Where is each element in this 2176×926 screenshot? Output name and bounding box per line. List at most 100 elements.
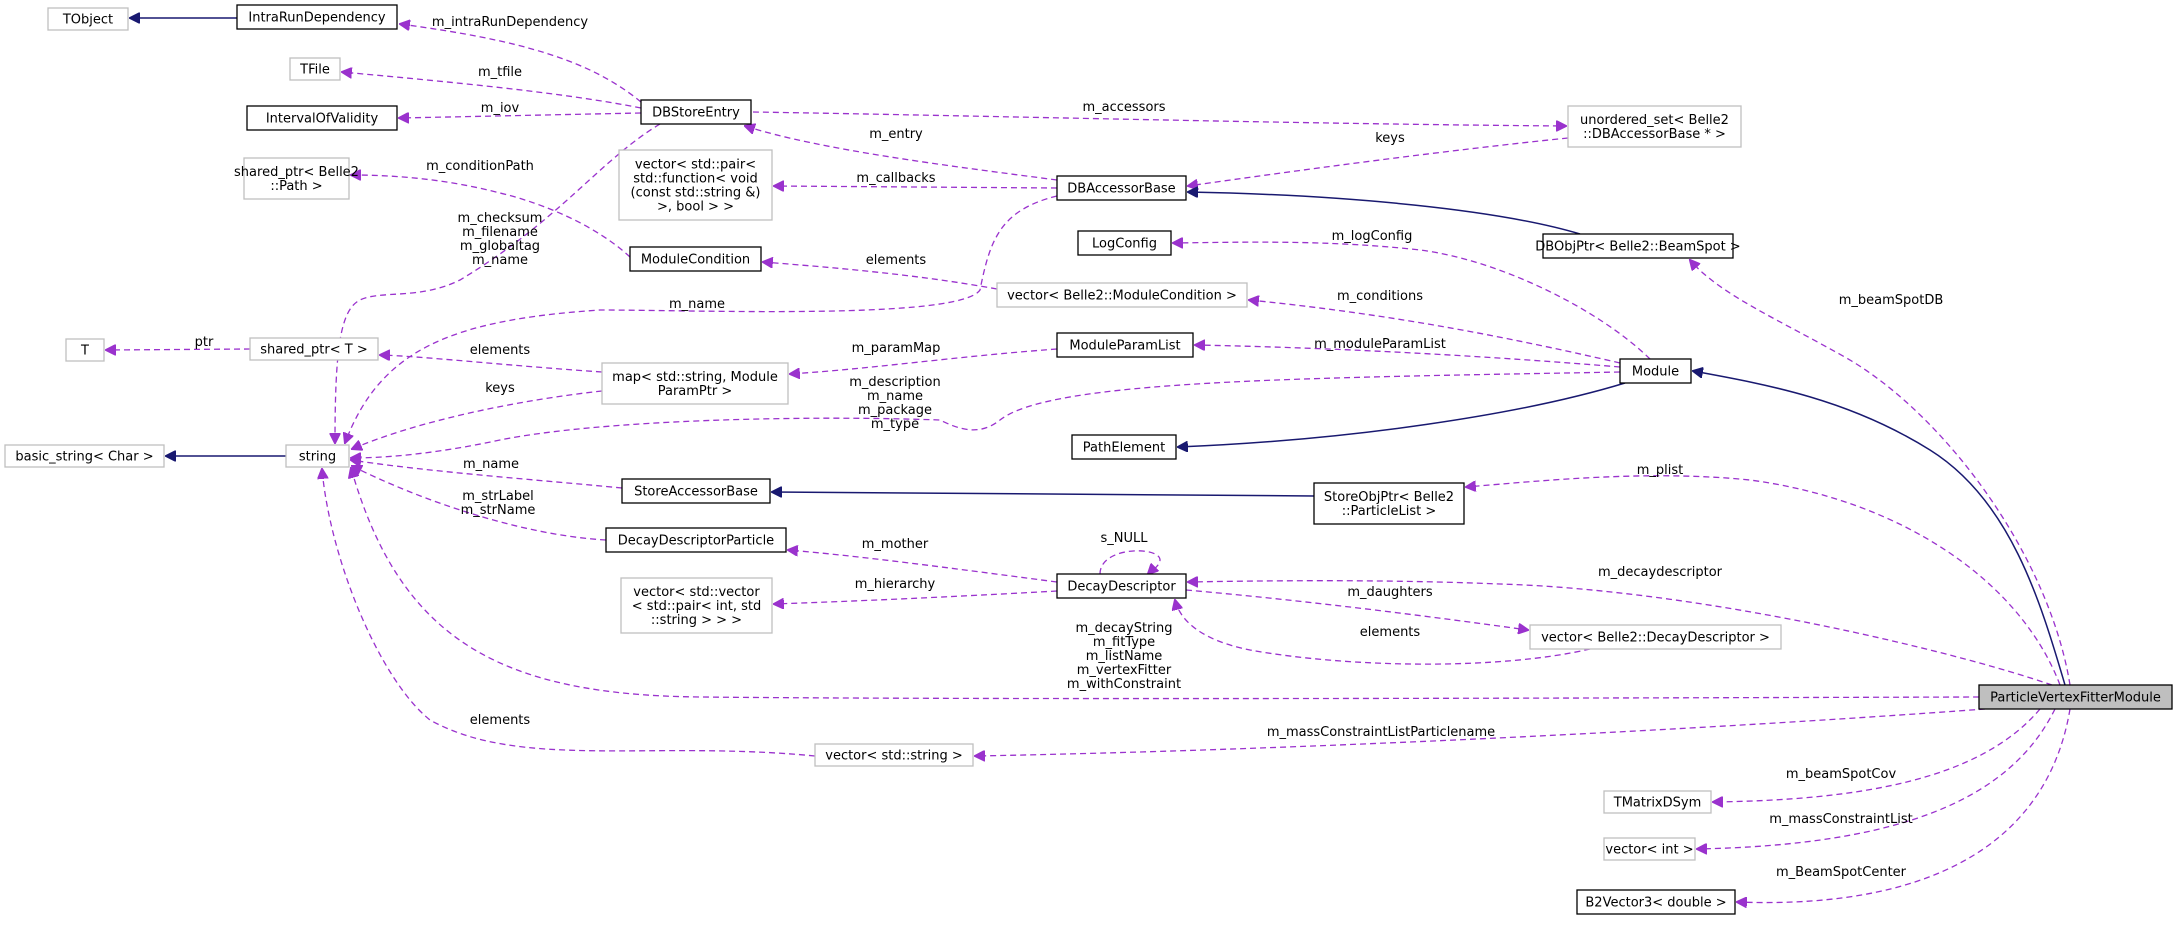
class-label: < std::pair< int, std bbox=[632, 599, 761, 614]
class-node-tobject[interactable]: TObject bbox=[47, 7, 129, 31]
edge-label: m_checksum bbox=[458, 211, 543, 226]
class-node-unordered-set[interactable]: unordered_set< Belle2::DBAccessorBase * … bbox=[1567, 105, 1742, 148]
class-box bbox=[1077, 230, 1172, 256]
edge-label: m_conditions bbox=[1337, 289, 1423, 304]
class-node-dbobjptr[interactable]: DBObjPtr< Belle2::BeamSpot > bbox=[1535, 233, 1741, 259]
class-label: DBObjPtr< Belle2::BeamSpot > bbox=[1535, 240, 1740, 255]
class-box bbox=[243, 157, 350, 200]
class-node-b2vector3[interactable]: B2Vector3< double > bbox=[1576, 889, 1736, 915]
class-label: StoreObjPtr< Belle2 bbox=[1324, 490, 1454, 505]
edge-label: m_iov bbox=[481, 101, 520, 116]
edge-e-map-string bbox=[352, 390, 603, 449]
class-node-intrarundependency[interactable]: IntraRunDependency bbox=[236, 4, 398, 30]
class-node-tfile[interactable]: TFile bbox=[289, 57, 341, 81]
class-box bbox=[1576, 889, 1736, 915]
edge-e-mod-string bbox=[351, 371, 1621, 458]
class-node-module[interactable]: Module bbox=[1619, 358, 1692, 384]
class-node-shared-ptr-t[interactable]: shared_ptr< T > bbox=[249, 337, 379, 361]
edge-label: m_entry bbox=[869, 127, 923, 142]
edge-label: keys bbox=[485, 381, 515, 396]
class-node-vector-string[interactable]: vector< std::string > bbox=[814, 743, 974, 767]
class-node-moduleparamlist[interactable]: ModuleParamList bbox=[1056, 332, 1194, 358]
edge-label: m_decayString bbox=[1075, 621, 1172, 636]
edge-label: m_strName bbox=[461, 503, 536, 518]
class-box bbox=[640, 99, 752, 125]
class-node-vector-int[interactable]: vector< int > bbox=[1603, 837, 1696, 861]
edge-e-dbstore-string bbox=[335, 123, 661, 443]
class-node-basic-string[interactable]: basic_string< Char > bbox=[4, 444, 165, 468]
class-box bbox=[1056, 332, 1194, 358]
class-node-intervalofvalidity[interactable]: IntervalOfValidity bbox=[246, 105, 398, 131]
edge-e-pvf-dd bbox=[1188, 581, 2053, 686]
edge-label: m_beamSpotCov bbox=[1786, 767, 1897, 782]
class-box bbox=[1542, 233, 1734, 259]
class-label: >, bool > > bbox=[657, 200, 734, 215]
class-node-storeaccessorbase[interactable]: StoreAccessorBase bbox=[621, 478, 771, 504]
class-label: DecayDescriptorParticle bbox=[618, 534, 774, 549]
class-label: DBStoreEntry bbox=[652, 106, 740, 121]
class-label: basic_string< Char > bbox=[15, 450, 153, 465]
edge-e-mod-pathelement bbox=[1178, 382, 1626, 447]
class-node-vector-decaydescriptor[interactable]: vector< Belle2::DecayDescriptor > bbox=[1529, 624, 1782, 650]
class-label: ModuleCondition bbox=[641, 253, 750, 268]
class-box bbox=[605, 527, 787, 553]
edge-label: m_callbacks bbox=[856, 171, 935, 186]
edge-label: m_BeamSpotCenter bbox=[1776, 865, 1907, 880]
edge-e-dba-uset bbox=[1188, 137, 1569, 186]
class-node-decaydescriptor[interactable]: DecayDescriptor bbox=[1056, 573, 1187, 599]
class-box bbox=[1978, 684, 2173, 710]
edge-label: m_intraRunDependency bbox=[432, 15, 588, 30]
edge-label: m_massConstraintList bbox=[1769, 812, 1912, 827]
class-box bbox=[621, 478, 771, 504]
class-node-decaydescriptorparticle[interactable]: DecayDescriptorParticle bbox=[605, 527, 787, 553]
edge-label: m_conditionPath bbox=[426, 159, 534, 174]
class-node-t[interactable]: T bbox=[65, 338, 105, 362]
class-node-logconfig[interactable]: LogConfig bbox=[1077, 230, 1172, 256]
class-label: vector< Belle2::ModuleCondition > bbox=[1007, 289, 1237, 304]
edge-label: m_fitType bbox=[1093, 635, 1155, 650]
class-node-storeobjptr[interactable]: StoreObjPtr< Belle2::ParticleList > bbox=[1313, 482, 1465, 525]
edge-label: m_name bbox=[867, 389, 923, 404]
class-node-shared-ptr-path[interactable]: shared_ptr< Belle2::Path > bbox=[234, 157, 359, 200]
class-box bbox=[47, 7, 129, 31]
class-node-vector-modulecondition[interactable]: vector< Belle2::ModuleCondition > bbox=[996, 282, 1248, 308]
class-node-vector-vector-pair[interactable]: vector< std::vector< std::pair< int, std… bbox=[620, 577, 773, 634]
edge-e-pvf-tmatrix bbox=[1713, 708, 2041, 802]
class-label: map< std::string, Module bbox=[612, 370, 778, 385]
edge-label: elements bbox=[866, 253, 927, 268]
class-box bbox=[1313, 482, 1465, 525]
class-node-particlevertexfittermodule[interactable]: ParticleVertexFitterModule bbox=[1978, 684, 2173, 710]
edge-label: elements bbox=[470, 713, 531, 728]
class-node-tmatrixdsym[interactable]: TMatrixDSym bbox=[1603, 790, 1712, 814]
class-box bbox=[1529, 624, 1782, 650]
edge-e-dbstore-iov bbox=[399, 113, 642, 118]
class-node-modulecondition[interactable]: ModuleCondition bbox=[629, 246, 762, 272]
class-label: B2Vector3< double > bbox=[1585, 896, 1726, 911]
edge-label: m_daughters bbox=[1347, 585, 1433, 600]
class-label: ParamPtr > bbox=[658, 384, 733, 399]
class-label: ::string > > > bbox=[651, 613, 742, 628]
edge-e-pvf-module bbox=[1693, 371, 2066, 686]
class-node-dbaccessorbase[interactable]: DBAccessorBase bbox=[1056, 175, 1187, 201]
class-box bbox=[289, 57, 341, 81]
class-label: PathElement bbox=[1083, 441, 1165, 456]
class-node-vector-pair-function[interactable]: vector< std::pair<std::function< void(co… bbox=[618, 149, 773, 221]
class-box bbox=[1603, 837, 1696, 861]
edge-e-dd-ddp bbox=[788, 550, 1058, 583]
class-node-string[interactable]: string bbox=[285, 444, 350, 468]
class-label: ::DBAccessorBase * > bbox=[1583, 127, 1726, 142]
class-label: DecayDescriptor bbox=[1067, 580, 1176, 595]
class-label: IntraRunDependency bbox=[248, 11, 386, 26]
class-box bbox=[4, 444, 165, 468]
class-node-pathelement[interactable]: PathElement bbox=[1071, 434, 1177, 460]
edge-label: m_name bbox=[463, 457, 519, 472]
edge-e-pvf-sop bbox=[1466, 475, 2061, 686]
edge-e-mod-logconfig bbox=[1173, 242, 1651, 360]
edge-e-dd-vvp bbox=[774, 590, 1058, 604]
class-box bbox=[996, 282, 1248, 308]
edge-label: m_globaltag bbox=[460, 239, 540, 254]
edge-e-sop-sab bbox=[772, 492, 1315, 496]
class-node-dbstoreentry[interactable]: DBStoreEntry bbox=[640, 99, 752, 125]
edge-label: m_accessors bbox=[1082, 100, 1165, 115]
